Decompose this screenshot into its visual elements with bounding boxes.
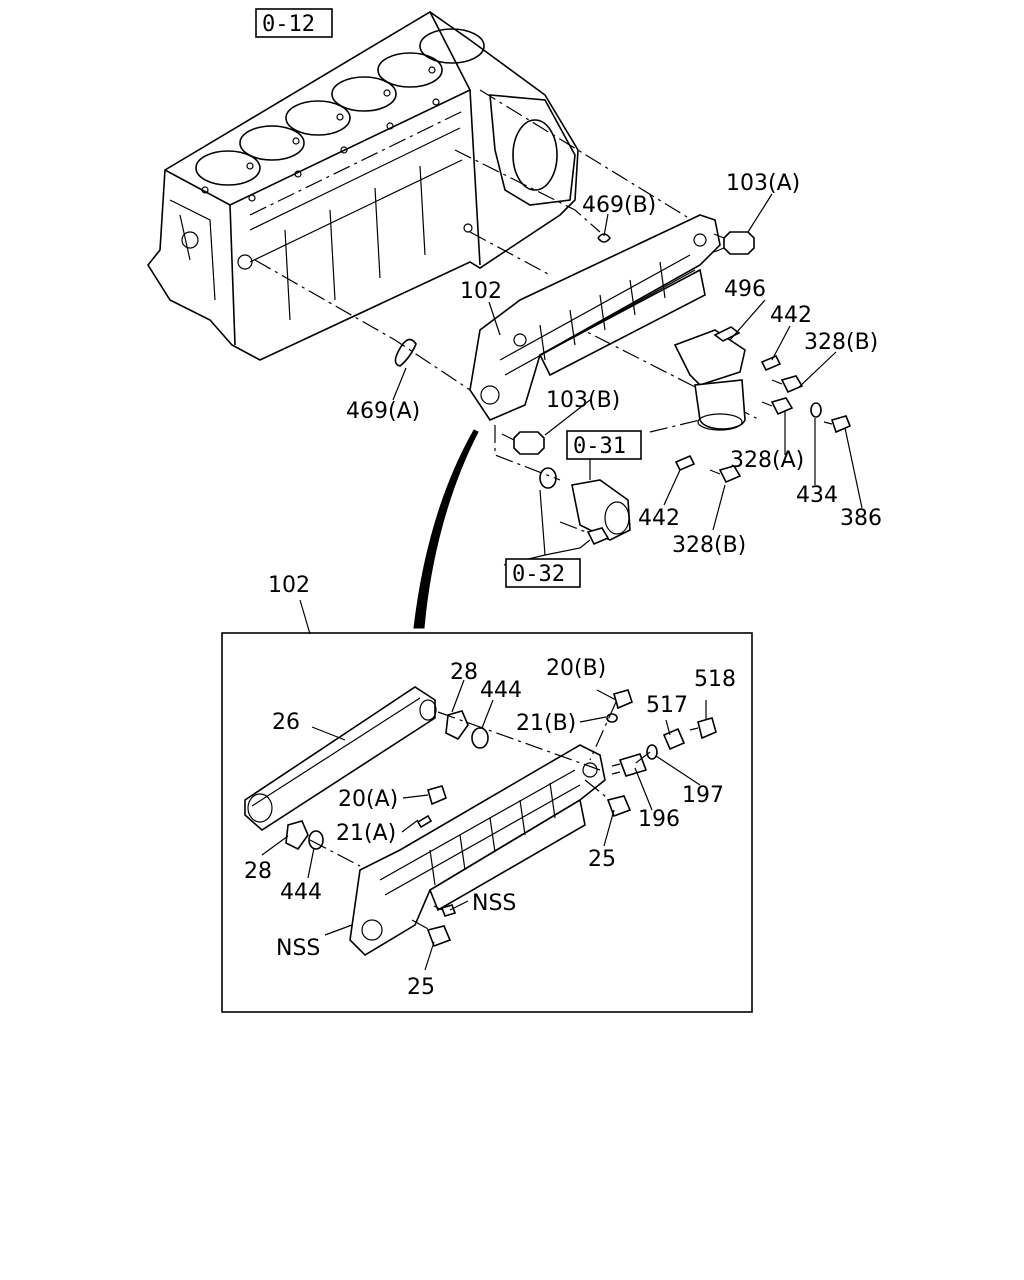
plug-25-bot	[426, 925, 452, 948]
label-496: 496	[724, 277, 766, 302]
label-518: 518	[694, 667, 736, 692]
label-197: 197	[682, 783, 724, 808]
seal-469b	[597, 233, 612, 243]
bolt-328a	[761, 397, 794, 416]
label-102-top: 102	[460, 279, 502, 304]
detail-cooler-body	[349, 744, 606, 957]
gasket-28-top	[445, 710, 469, 741]
o-ring-444-bot	[308, 830, 324, 850]
label-469a: 469(A)	[346, 399, 420, 424]
screw-nss-right	[433, 904, 457, 917]
o-ring-21b	[606, 713, 618, 723]
label-328b-bot: 328(B)	[672, 533, 746, 558]
label-nss-right: NSS	[472, 891, 516, 916]
o-ring-lower	[539, 467, 557, 489]
plug-25-right	[606, 795, 632, 818]
label-28-bot: 28	[244, 859, 272, 884]
label-25-right: 25	[588, 847, 616, 872]
seal-469a	[394, 338, 417, 367]
oil-filter-head	[673, 326, 746, 431]
label-469b: 469(B)	[582, 193, 656, 218]
washer-434	[810, 402, 822, 418]
bolt-328b-bot	[709, 465, 742, 484]
label-20a: 20(A)	[338, 787, 398, 812]
ref-label-0-31: 0-31	[573, 434, 626, 459]
bolt-328b-top	[771, 375, 804, 394]
label-28-top: 28	[450, 660, 478, 685]
ref-box-0-12	[255, 8, 333, 38]
label-20b: 20(B)	[546, 656, 606, 681]
label-26: 26	[272, 710, 300, 735]
plug-442-bot	[674, 454, 696, 472]
label-102-detail: 102	[268, 573, 310, 598]
sensor-196	[611, 753, 648, 777]
bolt-386	[823, 415, 852, 434]
ref-box-0-31	[566, 430, 642, 460]
plug-20a	[427, 785, 447, 806]
o-ring-444-top	[471, 727, 489, 749]
plug-442-top	[760, 354, 782, 372]
label-444-top: 444	[480, 678, 522, 703]
label-196: 196	[638, 807, 680, 832]
detail-callout-arrow	[413, 429, 479, 629]
label-103b: 103(B)	[546, 388, 620, 413]
bolt-518	[689, 717, 717, 740]
gasket-28-bot	[285, 820, 309, 851]
fitting-517	[662, 727, 686, 751]
label-103a: 103(A)	[726, 171, 800, 196]
label-434: 434	[796, 483, 838, 508]
ref-label-0-12: 0-12	[262, 12, 315, 37]
label-442-top: 442	[770, 303, 812, 328]
label-442-bot: 442	[638, 506, 680, 531]
engine-block	[147, 11, 579, 361]
o-ring-197	[646, 744, 658, 760]
label-328a: 328(A)	[730, 448, 804, 473]
label-386: 386	[840, 506, 882, 531]
water-pipe	[559, 479, 631, 546]
label-21b: 21(B)	[516, 711, 576, 736]
detail-frame	[221, 632, 753, 1013]
ref-label-0-32: 0-32	[512, 562, 565, 587]
label-21a: 21(A)	[336, 821, 396, 846]
label-328b-top: 328(B)	[804, 330, 878, 355]
ref-box-0-32	[505, 558, 581, 588]
bolt-103a	[713, 231, 755, 255]
label-nss-left: NSS	[276, 936, 320, 961]
o-ring-21a	[416, 814, 433, 829]
plug-20b	[613, 689, 633, 710]
oil-cooler-assembly	[469, 214, 721, 421]
label-444-bot: 444	[280, 880, 322, 905]
label-517: 517	[646, 693, 688, 718]
label-25-bot: 25	[407, 975, 435, 1000]
bolt-103b	[501, 431, 545, 455]
detail-cooler-element	[244, 686, 437, 832]
